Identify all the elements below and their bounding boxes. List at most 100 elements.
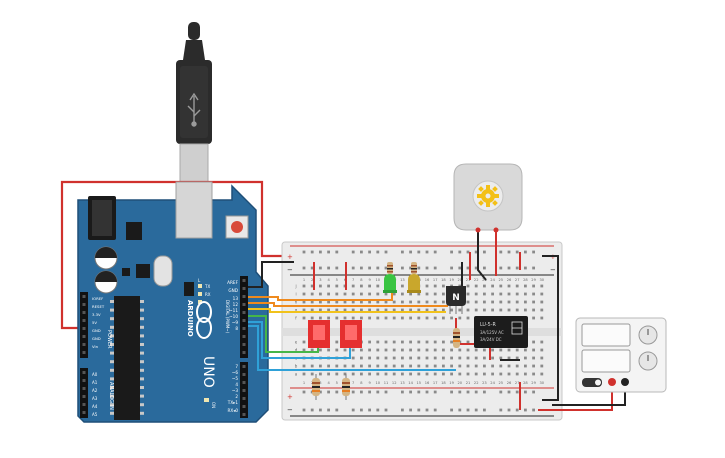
breadboard-hole[interactable]	[384, 300, 388, 304]
breadboard-hole[interactable]	[417, 316, 421, 320]
breadboard-hole[interactable]	[499, 300, 503, 304]
breadboard-hole[interactable]	[302, 372, 306, 376]
breadboard-hole[interactable]	[540, 300, 544, 304]
header-pin[interactable]	[242, 351, 246, 354]
rail-hole[interactable]	[376, 266, 380, 270]
breadboard[interactable]: + − + − + − 1122334455667788991010111112…	[281, 241, 563, 421]
breadboard-hole[interactable]	[417, 308, 421, 312]
breadboard-hole[interactable]	[474, 356, 478, 360]
breadboard-hole[interactable]	[351, 364, 355, 368]
rail-hole[interactable]	[433, 390, 437, 394]
rail-hole[interactable]	[417, 250, 421, 254]
breadboard-hole[interactable]	[474, 364, 478, 368]
breadboard-hole[interactable]	[532, 300, 535, 304]
breadboard-hole[interactable]	[499, 372, 503, 376]
header-pin[interactable]	[82, 403, 86, 406]
breadboard-hole[interactable]	[474, 300, 478, 304]
breadboard-hole[interactable]	[466, 284, 470, 288]
breadboard-hole[interactable]	[360, 292, 363, 296]
power-supply[interactable]	[575, 317, 667, 393]
rail-hole[interactable]	[425, 266, 429, 270]
breadboard-hole[interactable]	[417, 364, 421, 368]
rail-hole[interactable]	[360, 250, 363, 254]
breadboard-hole[interactable]	[360, 300, 363, 304]
breadboard-hole[interactable]	[474, 284, 478, 288]
rail-hole[interactable]	[474, 408, 478, 412]
negative-terminal[interactable]	[621, 378, 629, 386]
rail-hole[interactable]	[401, 266, 404, 270]
breadboard-hole[interactable]	[491, 364, 494, 368]
breadboard-hole[interactable]	[507, 348, 511, 352]
header-pin[interactable]	[242, 343, 246, 346]
breadboard-hole[interactable]	[335, 372, 339, 376]
breadboard-hole[interactable]	[360, 364, 363, 368]
header-pin[interactable]	[82, 343, 86, 346]
header-pin[interactable]	[242, 303, 246, 306]
rail-hole[interactable]	[302, 390, 306, 394]
rail-hole[interactable]	[499, 266, 503, 270]
rail-hole[interactable]	[499, 408, 503, 412]
wire-pin12[interactable]	[248, 302, 448, 307]
rail-hole[interactable]	[507, 250, 511, 254]
breadboard-hole[interactable]	[466, 364, 470, 368]
header-pin[interactable]	[82, 303, 86, 306]
breadboard-hole[interactable]	[401, 316, 404, 320]
rail-hole[interactable]	[417, 408, 421, 412]
breadboard-hole[interactable]	[499, 292, 503, 296]
rail-hole[interactable]	[368, 390, 371, 394]
breadboard-hole[interactable]	[351, 308, 355, 312]
breadboard-hole[interactable]	[491, 284, 494, 288]
header-pin[interactable]	[82, 387, 86, 390]
rail-hole[interactable]	[409, 390, 412, 394]
breadboard-hole[interactable]	[474, 348, 478, 352]
breadboard-hole[interactable]	[368, 316, 371, 320]
breadboard-hole[interactable]	[433, 292, 437, 296]
header-pin[interactable]	[82, 379, 86, 382]
breadboard-hole[interactable]	[458, 364, 462, 368]
breadboard-hole[interactable]	[499, 308, 503, 312]
breadboard-hole[interactable]	[458, 316, 462, 320]
breadboard-hole[interactable]	[450, 372, 453, 376]
breadboard-hole[interactable]	[491, 356, 494, 360]
breadboard-hole[interactable]	[368, 284, 371, 288]
breadboard-hole[interactable]	[458, 348, 462, 352]
rail-hole[interactable]	[368, 250, 371, 254]
breadboard-hole[interactable]	[310, 292, 314, 296]
header-pin[interactable]	[82, 371, 86, 374]
breadboard-hole[interactable]	[360, 356, 363, 360]
breadboard-hole[interactable]	[319, 348, 322, 352]
breadboard-hole[interactable]	[310, 300, 314, 304]
breadboard-hole[interactable]	[319, 284, 322, 288]
breadboard-hole[interactable]	[466, 356, 470, 360]
breadboard-hole[interactable]	[483, 300, 486, 304]
breadboard-hole[interactable]	[433, 372, 437, 376]
breadboard-hole[interactable]	[515, 356, 519, 360]
breadboard-hole[interactable]	[392, 364, 396, 368]
rail-hole[interactable]	[458, 266, 462, 270]
breadboard-hole[interactable]	[532, 284, 535, 288]
rail-hole[interactable]	[483, 266, 486, 270]
rail-hole[interactable]	[360, 390, 363, 394]
wire-5v-to-rail[interactable]	[60, 180, 294, 330]
rail-hole[interactable]	[417, 266, 421, 270]
breadboard-hole[interactable]	[532, 356, 535, 360]
rail-hole[interactable]	[483, 408, 486, 412]
breadboard-hole[interactable]	[319, 372, 322, 376]
rail-hole[interactable]	[384, 390, 388, 394]
rail-hole[interactable]	[450, 266, 453, 270]
breadboard-hole[interactable]	[392, 356, 396, 360]
breadboard-hole[interactable]	[409, 372, 412, 376]
rail-hole[interactable]	[499, 250, 503, 254]
breadboard-hole[interactable]	[392, 292, 396, 296]
rail-hole[interactable]	[319, 250, 322, 254]
breadboard-hole[interactable]	[450, 340, 453, 344]
breadboard-hole[interactable]	[343, 348, 347, 352]
breadboard-hole[interactable]	[360, 308, 363, 312]
header-pin[interactable]	[242, 279, 246, 282]
breadboard-hole[interactable]	[310, 348, 314, 352]
breadboard-hole[interactable]	[368, 356, 371, 360]
rail-hole[interactable]	[376, 408, 380, 412]
rail-hole[interactable]	[335, 390, 339, 394]
rail-hole[interactable]	[433, 266, 437, 270]
breadboard-hole[interactable]	[343, 316, 347, 320]
